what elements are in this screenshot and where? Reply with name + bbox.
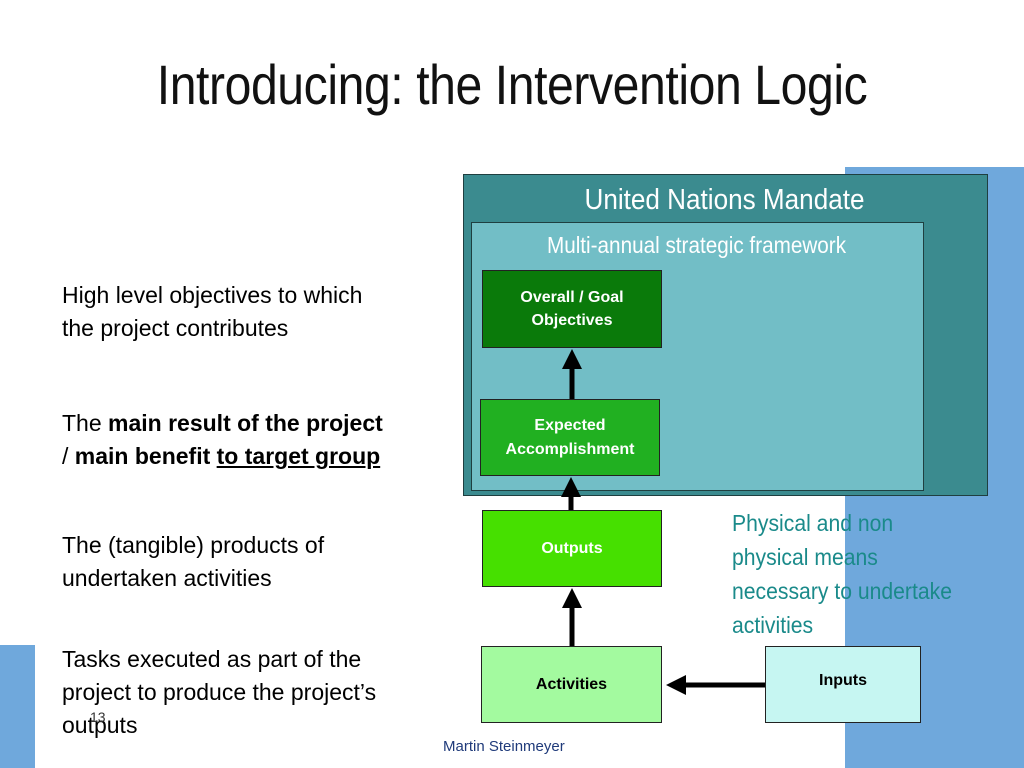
activities-description-line-2: project to produce the project’s [62, 679, 377, 705]
outputs-node: Outputs [482, 510, 662, 587]
slide-title: Introducing: the Intervention Logic [156, 53, 868, 116]
inputs-node: Inputs [765, 646, 921, 723]
author-footer: Martin Steinmeyer [443, 738, 565, 755]
expected-description-prefix: The [62, 410, 109, 436]
activities-description-line-3: outputs [62, 712, 138, 738]
goal-node-line-2: Objectives [531, 312, 613, 329]
goal-description: High level objectives to which the proje… [62, 279, 362, 345]
inputs-note-line-4: activities [732, 612, 814, 638]
expected-description: The main result of the project / main be… [62, 407, 383, 473]
slide-number: 13 [90, 709, 106, 725]
expected-description-line2-prefix: / [62, 443, 75, 469]
activities-node: Activities [481, 646, 662, 723]
expected-node-line-1: Expected [534, 417, 606, 435]
goal-node-line-1: Overall / Goal [520, 288, 624, 306]
expected-description-bold-2: main benefit [74, 443, 211, 469]
inputs-note-line-2: physical means [732, 544, 878, 570]
outputs-node-label: Outputs [541, 539, 603, 557]
goal-description-line-2: the project contributes [62, 315, 289, 341]
left-decorative-band [0, 645, 35, 768]
expected-description-underlined: to target group [216, 443, 381, 469]
goal-objectives-node: Overall / Goal Objectives [482, 270, 662, 348]
outputs-description-line-2: undertaken activities [62, 565, 272, 591]
expected-description-line-2: / main benefit to target group [62, 440, 383, 473]
outputs-description: The (tangible) products of undertaken ac… [62, 529, 324, 595]
expected-node-line-2: Accomplishment [505, 440, 635, 458]
activities-description-line-1: Tasks executed as part of the [62, 646, 362, 672]
activities-description: Tasks executed as part of the project to… [62, 643, 376, 742]
expected-description-line-1: The main result of the project [62, 407, 383, 440]
goal-description-line-1: High level objectives to which [62, 282, 363, 308]
expected-description-bold-1: main result of the project [108, 410, 383, 436]
inputs-note-line-3: necessary to undertake [732, 578, 952, 604]
inputs-note-line-1: Physical and non [732, 510, 894, 536]
inputs-note: Physical and non physical means necessar… [732, 506, 952, 642]
inputs-node-label: Inputs [819, 672, 867, 689]
activities-node-label: Activities [535, 675, 608, 693]
strategic-framework-label: Multi-annual strategic framework [546, 232, 847, 258]
outputs-description-line-1: The (tangible) products of [62, 532, 325, 558]
expected-accomplishment-node: Expected Accomplishment [480, 399, 660, 476]
un-mandate-label: United Nations Mandate [584, 184, 865, 216]
